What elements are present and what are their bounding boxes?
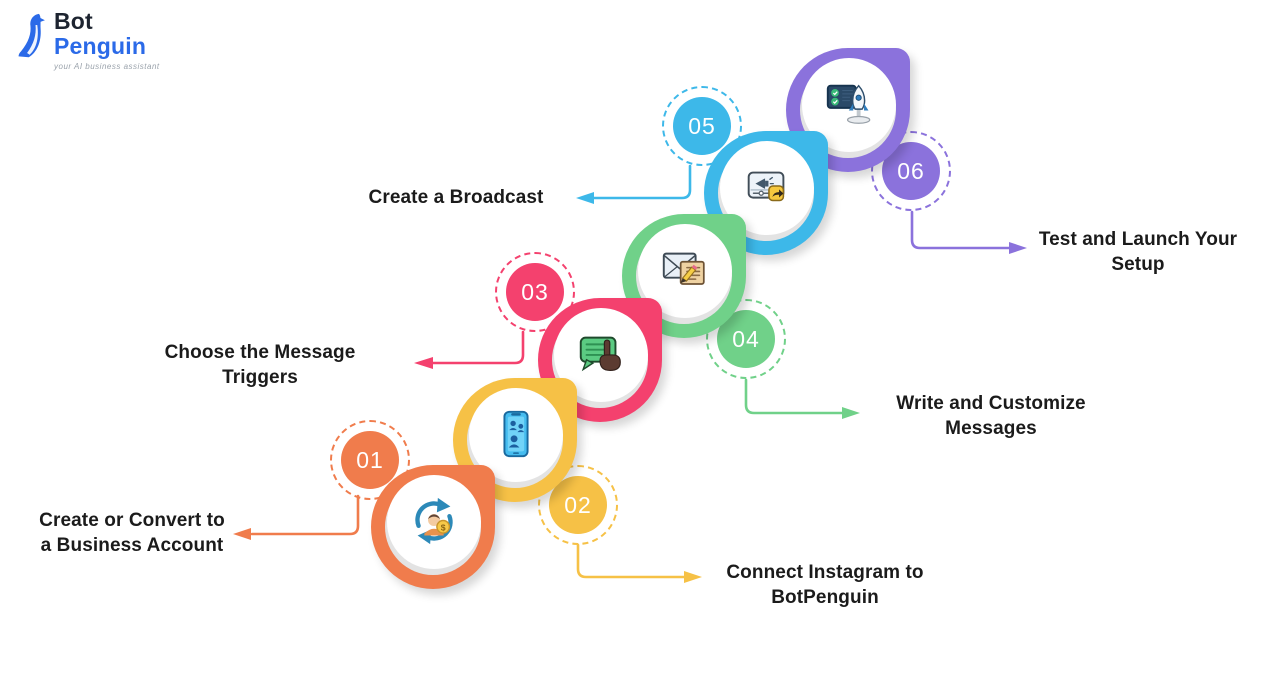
- step-4-connector-arrow: [744, 378, 860, 419]
- account-sync-icon: $: [407, 494, 461, 548]
- step-4-number: 04: [717, 310, 775, 368]
- step-4-circle: [622, 214, 746, 338]
- step-2-circle: [453, 378, 577, 502]
- step-2-dashed-ring: [538, 465, 618, 545]
- svg-text:$: $: [441, 522, 446, 532]
- step-1-dashed-ring: [330, 420, 410, 500]
- step-6-connector-arrow: [910, 210, 1027, 254]
- step-2-number: 02: [549, 476, 607, 534]
- step-3-dashed-ring: [495, 252, 575, 332]
- step-5-dashed-ring: [662, 86, 742, 166]
- message-edit-icon: [658, 243, 712, 297]
- phone-contacts-icon: [489, 407, 543, 461]
- botpenguin-logo: Bot Penguin your AI business assistant: [16, 10, 160, 71]
- chat-tap-icon: [574, 327, 628, 381]
- step-1-connector-arrow: [233, 494, 360, 540]
- step-1-number: 01: [341, 431, 399, 489]
- step-4-number-badge: 04: [706, 299, 786, 379]
- step-6-dashed-ring: [871, 131, 951, 211]
- step-5-number: 05: [673, 97, 731, 155]
- logo-word-penguin: Penguin: [54, 33, 147, 59]
- step-3-number-badge: 03: [495, 252, 575, 332]
- step-4-dashed-ring: [706, 299, 786, 379]
- step-1-circle: $: [371, 465, 495, 589]
- step-6-number-badge: 06: [871, 131, 951, 211]
- step-6-number: 06: [882, 142, 940, 200]
- step-5-number-badge: 05: [662, 86, 742, 166]
- step-1-number-badge: 01: [330, 420, 410, 500]
- step-3-number: 03: [506, 263, 564, 321]
- step-2-connector-arrow: [576, 543, 702, 583]
- step-5-connector-arrow: [576, 164, 692, 204]
- step-5-label: Create a Broadcast: [368, 187, 544, 208]
- penguin-logo-icon: [16, 10, 50, 67]
- launch-test-icon: [822, 77, 876, 131]
- broadcast-share-icon: [740, 160, 794, 214]
- logo-word-bot: Bot: [54, 8, 93, 34]
- step-2-number-badge: 02: [538, 465, 618, 545]
- step-3-connector-arrow: [414, 330, 525, 369]
- logo-tagline: your AI business assistant: [54, 62, 160, 71]
